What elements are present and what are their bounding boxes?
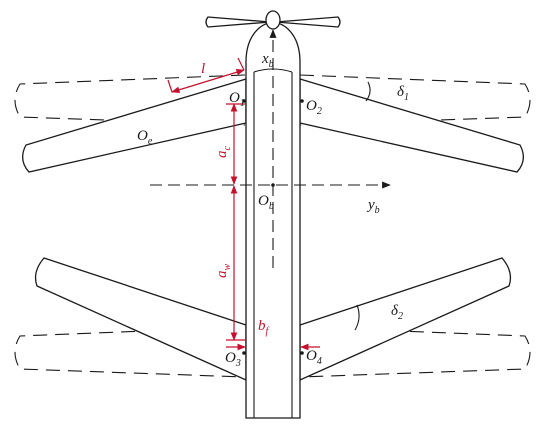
front-left-wing: [22, 78, 247, 173]
origin-label: Ob: [258, 193, 274, 212]
body-axes: [150, 29, 391, 268]
l-extension-left: [167, 79, 173, 93]
front-right-reference-wing: [299, 74, 531, 126]
propeller-blade-right: [275, 16, 341, 28]
o1-label: O1: [229, 90, 245, 109]
y-axis-label: yb: [366, 197, 380, 216]
sweep-angle-arcs: [354, 81, 371, 331]
l-extension-right: [237, 57, 245, 71]
rear-left-reference-wing: [14, 326, 246, 378]
o2-label: O2: [306, 98, 322, 117]
o2-point: [300, 99, 304, 103]
l-label: l: [201, 61, 205, 77]
o4-label: O4: [306, 348, 322, 367]
front-right-wing: [299, 78, 524, 173]
o3-point: [242, 351, 246, 355]
o3-label: O3: [225, 350, 241, 369]
l-dimension: [171, 68, 245, 94]
front-wings: [22, 78, 524, 173]
propeller: [205, 10, 341, 30]
delta1-arc: [365, 81, 371, 102]
o4-point: [300, 351, 304, 355]
reference-wings-dashed: [14, 74, 531, 378]
rear-left-wing: [34, 257, 247, 382]
dimension-lines: [167, 57, 320, 351]
a-w-label: aw: [214, 264, 233, 279]
propeller-blade-left: [205, 16, 271, 28]
b-f-label: bf: [258, 318, 270, 337]
a-c-label: ac: [214, 146, 233, 159]
front-left-reference-wing: [14, 74, 246, 126]
oe-label: Oe: [137, 128, 153, 147]
delta2-label: δ2: [391, 303, 403, 322]
labels: xb yb Ob O1 O2 O3 O4 Oe l ac aw bf δ1 δ2: [137, 51, 409, 369]
delta2-arc: [354, 304, 360, 331]
rear-wings: [34, 257, 512, 382]
x-axis-label: xb: [261, 51, 274, 70]
propeller-hub: [265, 10, 281, 30]
reference-points: [242, 99, 304, 355]
o1-point: [242, 99, 246, 103]
rear-right-reference-wing: [299, 326, 531, 378]
rear-right-wing: [299, 257, 512, 382]
delta1-label: δ1: [397, 84, 409, 103]
ob-point: [271, 183, 275, 187]
